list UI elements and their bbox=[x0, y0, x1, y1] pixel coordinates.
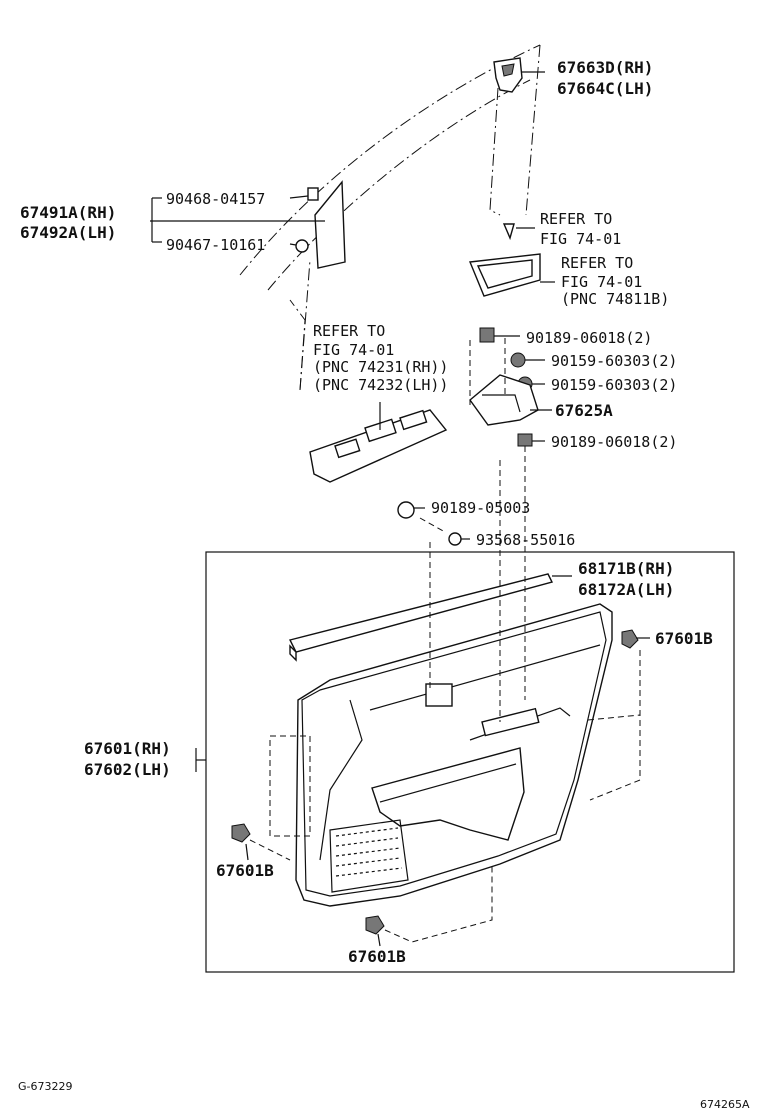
trim-board-frame bbox=[205, 551, 735, 973]
label-67601b-right: 67601B bbox=[655, 629, 713, 648]
label-90189-05003: 90189-05003 bbox=[431, 499, 530, 517]
clip-and-screw bbox=[397, 501, 470, 546]
label-90159-a: 90159-60303(2) bbox=[551, 352, 677, 370]
label-93568: 93568-55016 bbox=[476, 531, 575, 549]
window-switch-panel bbox=[309, 402, 448, 483]
label-67602: 67602(LH) bbox=[84, 760, 171, 779]
clip-67601b-right bbox=[621, 629, 650, 649]
label-90159-b: 90159-60303(2) bbox=[551, 376, 677, 394]
speaker-grille bbox=[335, 827, 403, 877]
clip-67601b-bottom bbox=[365, 915, 385, 947]
label-90189-06018-top: 90189-06018(2) bbox=[526, 329, 652, 347]
refer-label-2c: (PNC 74811B) bbox=[561, 290, 669, 308]
refer-label-1b: FIG 74-01 bbox=[540, 230, 621, 248]
label-67491a: 67491A(RH) bbox=[20, 203, 116, 222]
label-67601b-bottom: 67601B bbox=[348, 947, 406, 966]
diagram-code-right: 674265A bbox=[700, 1098, 750, 1111]
trim-leader bbox=[195, 748, 206, 772]
label-90189-06018-bottom: 90189-06018(2) bbox=[551, 433, 677, 451]
upper-bracket-part bbox=[493, 57, 545, 93]
label-67663d: 67663D(RH) bbox=[557, 58, 653, 77]
weatherstrip-part bbox=[288, 573, 572, 662]
refer-label-1a: REFER TO bbox=[540, 210, 612, 228]
refer-label-3c: (PNC 74231(RH)) bbox=[313, 358, 448, 376]
refer-label-2b: FIG 74-01 bbox=[561, 273, 642, 291]
label-67601: 67601(RH) bbox=[84, 739, 171, 758]
diagram-code-left: G-673229 bbox=[18, 1080, 72, 1093]
label-68171b: 68171B(RH) bbox=[578, 559, 674, 578]
label-67601b-left: 67601B bbox=[216, 861, 274, 880]
screw-and-pocket bbox=[468, 223, 555, 297]
door-trim-panel bbox=[295, 603, 613, 907]
clip-67601b-left bbox=[231, 823, 251, 861]
projection-lines bbox=[249, 446, 641, 943]
mirror-cover-part bbox=[150, 180, 346, 269]
armrest-bracket bbox=[469, 327, 552, 447]
label-67625a: 67625A bbox=[555, 401, 613, 420]
door-frame-outline bbox=[239, 44, 541, 391]
label-67492a: 67492A(LH) bbox=[20, 223, 116, 242]
refer-label-3a: REFER TO bbox=[313, 322, 385, 340]
label-67664c: 67664C(LH) bbox=[557, 79, 653, 98]
label-68172a: 68172A(LH) bbox=[578, 580, 674, 599]
label-90468: 90468-04157 bbox=[166, 190, 265, 208]
refer-label-3b: FIG 74-01 bbox=[313, 341, 394, 359]
refer-label-2a: REFER TO bbox=[561, 254, 633, 272]
label-90467: 90467-10161 bbox=[166, 236, 265, 254]
refer-label-3d: (PNC 74232(LH)) bbox=[313, 376, 448, 394]
